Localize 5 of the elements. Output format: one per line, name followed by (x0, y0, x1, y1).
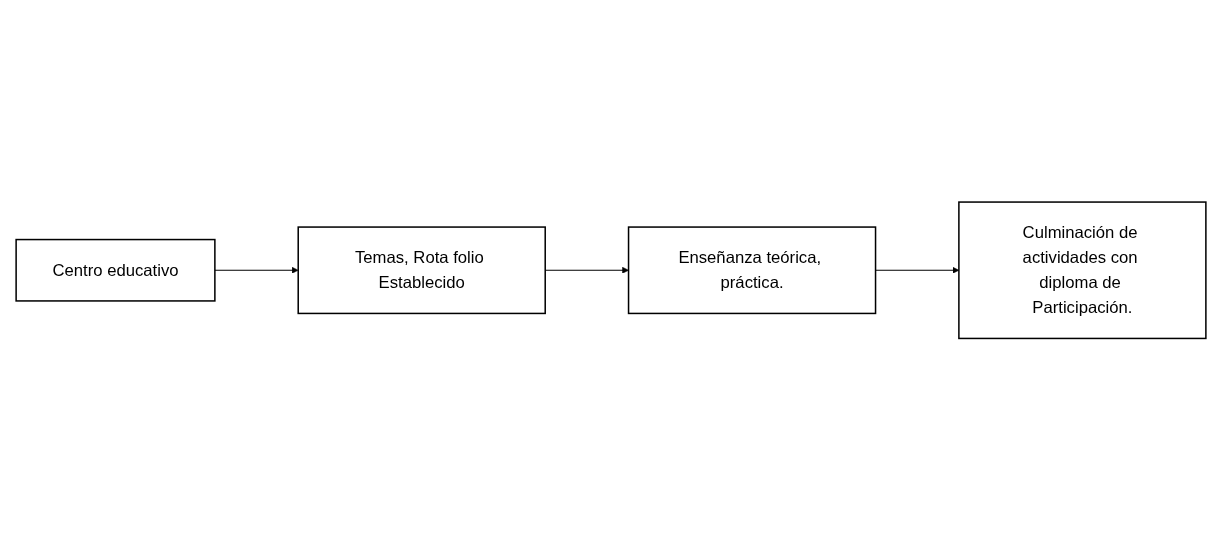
arrow (214, 266, 299, 274)
node-box: Culminación de actividades con diploma de Participación. (958, 201, 1207, 339)
node-box: Centro educativo (15, 238, 216, 302)
node-box: Temas, Rota folio Establecido (297, 226, 546, 314)
node-box: Enseñanza teórica, práctica. (627, 226, 877, 314)
